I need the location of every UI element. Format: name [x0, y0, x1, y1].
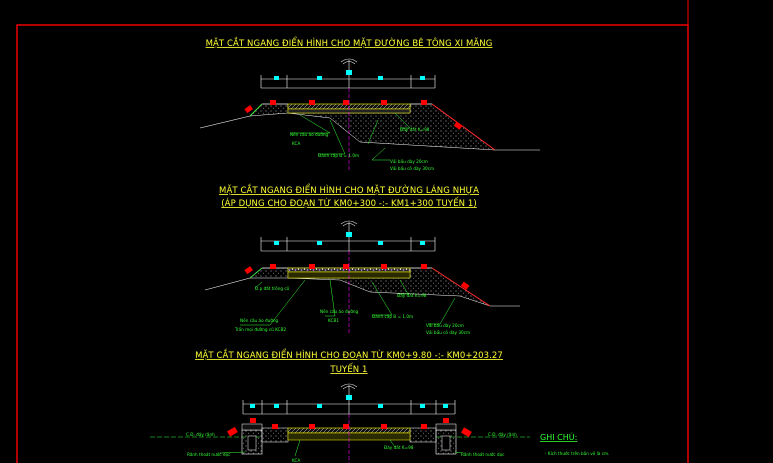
lamp-icon [340, 220, 358, 232]
section-1-title: MẶT CẮT NGANG ĐIỂN HÌNH CHO MẶT ĐƯỜNG BÊ… [206, 36, 493, 49]
red-marker [343, 424, 349, 429]
drawing-frame [16, 24, 689, 463]
red-marker [443, 418, 449, 423]
cyan-marker [346, 232, 352, 237]
label-vai2: Vải bầu cỏ dày 30cm [390, 166, 434, 171]
label-kca: KCA [292, 141, 300, 146]
label-cd-left: C.Đ. đáy rãnh [186, 432, 215, 437]
notes-line-1: - Kích thước trên bản vẽ là cm. [545, 451, 609, 456]
red-marker [421, 424, 427, 429]
cyan-marker [443, 404, 448, 408]
label-bed: Nền cấu áo đường [240, 318, 279, 323]
cyan-marker [420, 404, 425, 408]
red-marker [244, 105, 253, 114]
section-2-leaders [240, 279, 456, 326]
label-day-dat: Đáy đất K=98 [397, 293, 427, 298]
section-2-subtitle: (ÁP DỤNG CHO ĐOẠN TỪ KM0+300 -:- KM1+300… [221, 197, 477, 209]
red-marker [343, 100, 349, 105]
section-2: MẶT CẮT NGANG ĐIỂN HÌNH CHO MẶT ĐƯỜNG LÁ… [204, 183, 520, 335]
cyan-marker [420, 76, 425, 80]
label-bed: Nền cấu áo đường [290, 132, 329, 137]
label-day-dat: Đáy đất K=98 [384, 445, 414, 450]
red-marker [343, 264, 349, 269]
section-3-title: MẶT CẮT NGANG ĐIỂN HÌNH CHO ĐOẠN TỪ KM0+… [195, 348, 503, 361]
label-left-fill: Đ.p đất trồng cỏ [255, 286, 290, 291]
section-1: MẶT CẮT NGANG ĐIỂN HÌNH CHO MẶT ĐƯỜNG BÊ… [199, 36, 540, 171]
red-marker [270, 264, 276, 269]
red-marker [461, 427, 472, 438]
red-marker [250, 418, 256, 423]
label-kca: KCA [292, 458, 300, 463]
label-dam: Đánh cấp B = 1.0m [372, 314, 413, 319]
cyan-marker [274, 404, 279, 408]
red-marker [244, 266, 253, 275]
slope-line-left [249, 267, 263, 279]
cyan-marker [346, 70, 352, 75]
red-marker [381, 264, 387, 269]
red-marker [272, 424, 278, 429]
section-2-dimension [260, 237, 436, 252]
lamp-icon [340, 58, 358, 70]
label-tran: Trần mọi đường cũ KCB2 [234, 327, 286, 332]
drain-right [435, 423, 457, 455]
cyan-marker [274, 76, 279, 80]
red-marker [309, 424, 315, 429]
cyan-marker [317, 76, 322, 80]
slope-line [431, 103, 496, 151]
shoulder-left [261, 427, 289, 443]
notes: GHI CHÚ: - Kích thước trên bản vẽ là cm. [540, 431, 609, 456]
cyan-marker [250, 404, 255, 408]
section-1-dimension [260, 75, 436, 89]
cyan-marker [317, 241, 322, 245]
label-vai1: Vải bầu dày 20cm [390, 159, 428, 164]
section-2-title: MẶT CẮT NGANG ĐIỂN HÌNH CHO MẶT ĐƯỜNG LÁ… [219, 183, 479, 196]
cyan-marker [346, 395, 352, 400]
red-marker [381, 424, 387, 429]
section-1-leaders [290, 112, 411, 161]
red-marker [421, 100, 427, 105]
section-3-leaders [219, 439, 463, 457]
cyan-marker [274, 241, 279, 245]
red-marker [421, 264, 427, 269]
slope-line [431, 267, 491, 307]
red-marker [453, 121, 463, 130]
section-3: MẶT CẮT NGANG ĐIỂN HÌNH CHO ĐOẠN TỪ KM0+… [150, 348, 530, 463]
notes-heading: GHI CHÚ: [540, 431, 577, 442]
label-dam: Đánh cấp B = 1.0m [318, 153, 359, 158]
label-day-dat: Đáy đất K=98 [400, 127, 430, 132]
label-kca: KCB1 [328, 318, 339, 323]
cyan-marker [317, 404, 322, 408]
cyan-marker [378, 76, 383, 80]
lamp-icon [340, 383, 358, 395]
shoulder-right [409, 427, 437, 443]
label-drain-right: Rãnh thoát nước dọc [461, 452, 505, 457]
label-drain-left: Rãnh thoát nước dọc [187, 452, 231, 457]
label-vai1: Vải bầu dày 20cm [426, 323, 464, 328]
red-marker [381, 100, 387, 105]
slope-line-left [249, 103, 263, 117]
label-vai2: Vải bầu cỏ dày 30cm [426, 330, 470, 335]
label-bed-2: Nền cấu áo đường [320, 309, 359, 314]
red-marker [270, 100, 276, 105]
cyan-marker [378, 241, 383, 245]
red-marker [309, 264, 315, 269]
drain-left [241, 423, 263, 455]
label-cd-right: C.Đ. đáy rãnh [488, 432, 517, 437]
red-marker [309, 100, 315, 105]
section-3-subtitle: TUYẾN 1 [329, 363, 367, 375]
cyan-marker [420, 241, 425, 245]
cyan-marker [378, 404, 383, 408]
red-marker [227, 426, 238, 437]
red-marker [460, 281, 470, 290]
